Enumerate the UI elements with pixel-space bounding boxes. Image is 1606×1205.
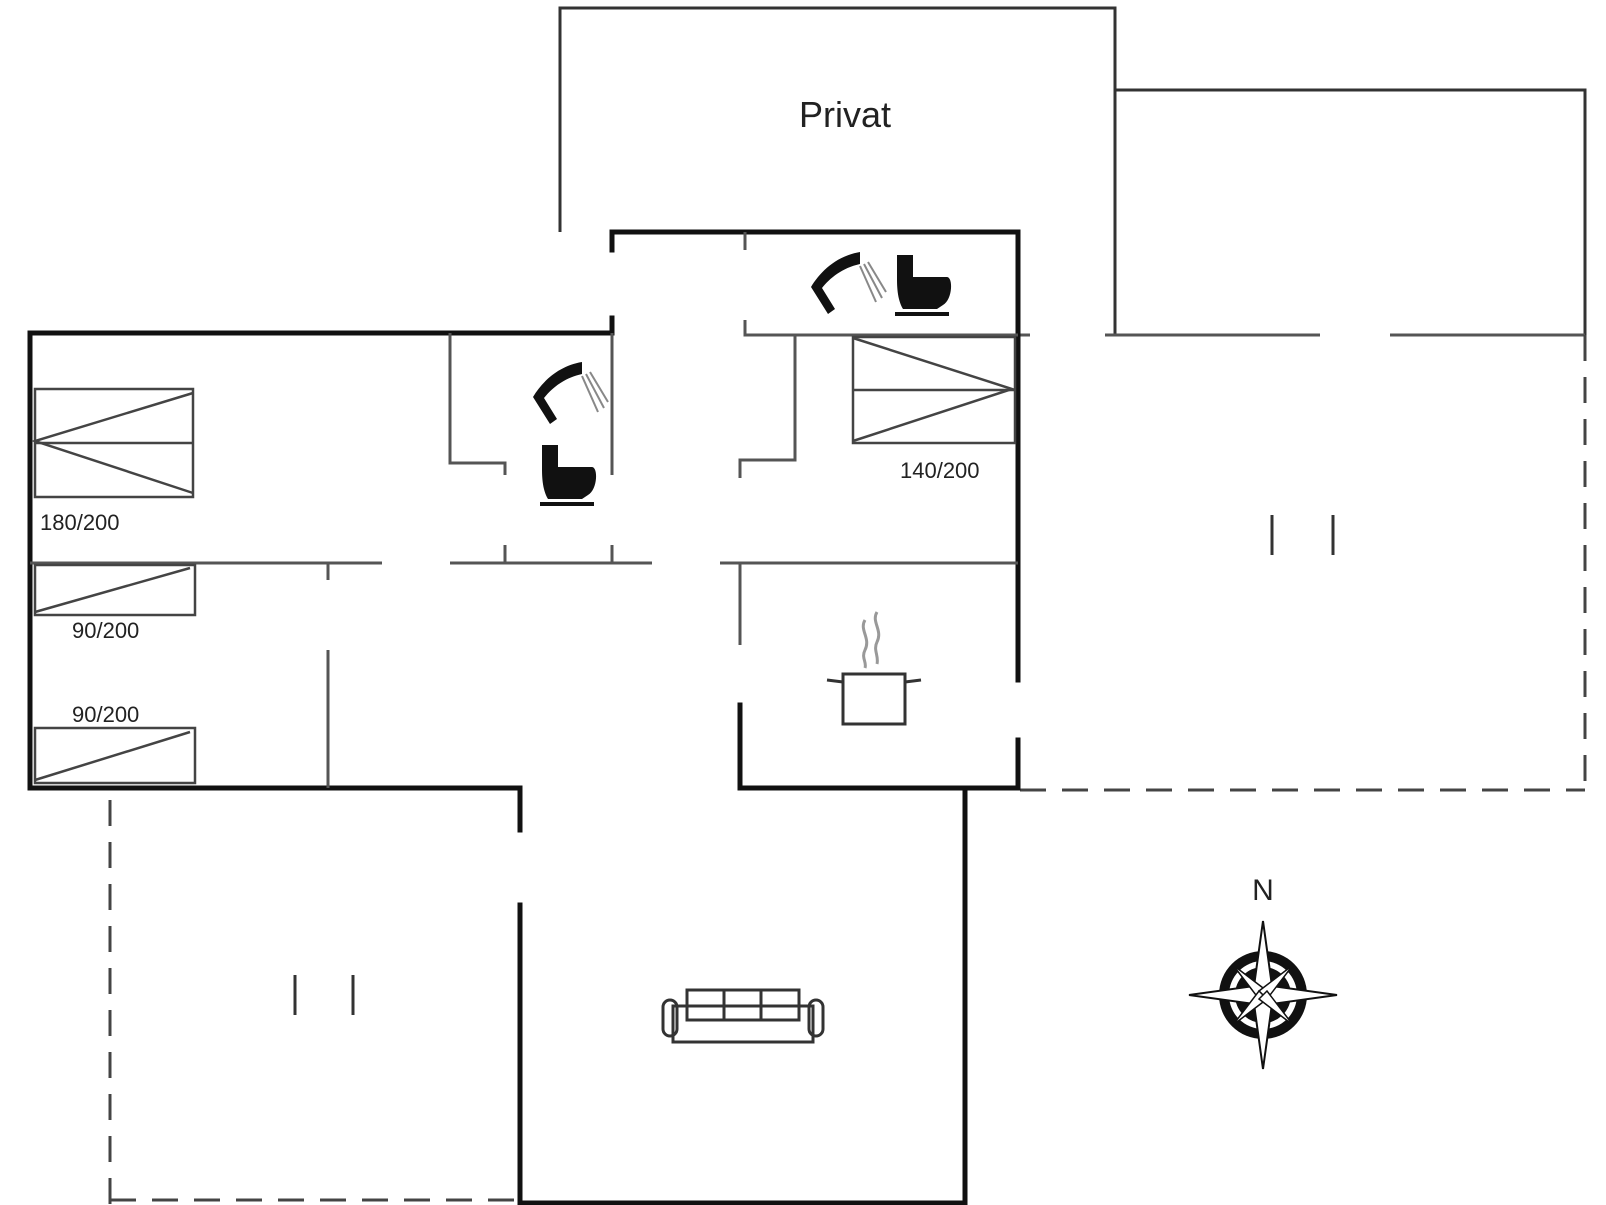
cooking-pot-icon <box>826 611 922 726</box>
terrace-east <box>1015 88 1587 792</box>
interior-partitions <box>30 232 1018 788</box>
shower-icon <box>533 362 609 424</box>
toilet-icon <box>540 445 597 506</box>
bed-single: 90/200 <box>33 563 197 643</box>
bed-master: 180/200 <box>30 387 195 535</box>
terrace-marker-east <box>1270 515 1335 555</box>
terrace-marker-south-west <box>293 975 355 1015</box>
shower-icon <box>811 252 887 314</box>
toilet-icon <box>895 255 952 316</box>
bed-single: 90/200 <box>33 702 197 785</box>
compass-rose-icon: N <box>1188 874 1338 1070</box>
exterior-walls <box>27 229 1021 1205</box>
bed-size-label: 140/200 <box>900 458 980 483</box>
private-label: Privat <box>799 94 891 135</box>
compass-north-label: N <box>1252 874 1274 907</box>
sofa-icon <box>661 988 825 1044</box>
terrace-south-west <box>108 800 520 1205</box>
bed-double: 140/200 <box>851 335 1017 483</box>
bed-size-label: 180/200 <box>40 510 120 535</box>
bed-size-label: 90/200 <box>72 702 139 727</box>
private-area: Privat <box>558 6 1117 335</box>
bed-size-label: 90/200 <box>72 618 139 643</box>
